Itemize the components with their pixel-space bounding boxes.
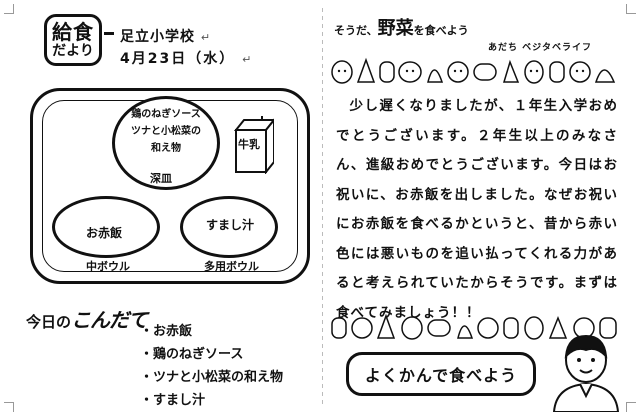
soup-bowl-label: 多用ボウル — [204, 260, 259, 273]
crop-mark — [4, 402, 14, 412]
soup-bowl — [180, 196, 278, 258]
soup-bowl-item: すまし汁 — [206, 218, 255, 232]
milk-label: 牛乳 — [238, 138, 260, 151]
vegetable-characters-icon — [331, 57, 616, 84]
deep-dish-label: 深皿 — [150, 172, 172, 185]
deep-dish-item: 和え物 — [151, 143, 181, 154]
article-body: 少し遅くなりましたが、１年生入学おめでとうございます。２年生以上のみなさん、進級… — [336, 98, 618, 321]
milk-carton-icon — [234, 116, 274, 174]
menu-item: 鶏のねぎソース — [140, 343, 283, 366]
veggie-campaign-subtitle: あだち ベジタベライフ — [488, 43, 592, 53]
crop-mark — [626, 4, 636, 14]
menu-item: すまし汁 — [140, 389, 283, 412]
logo-line-2: だより — [52, 43, 94, 59]
lunch-tray — [30, 88, 310, 284]
menu-list: お赤飯 鶏のねぎソース ツナと小松菜の和え物 すまし汁 — [140, 320, 283, 412]
menu-title-prefix: 今日の — [26, 313, 72, 331]
crop-mark — [4, 4, 14, 14]
menu-item: ツナと小松菜の和え物 — [140, 366, 283, 389]
veggie-campaign-title: そうだ、野菜を食べよう — [334, 14, 469, 40]
issue-date: 4月23日（水） ↵ — [120, 51, 254, 67]
logo-connector-line — [104, 32, 114, 35]
newsletter-logo: 給食 だより — [44, 14, 102, 66]
menu-item: お赤飯 — [140, 320, 283, 343]
rice-bowl-label: 中ボウル — [86, 260, 130, 273]
crop-mark — [626, 402, 636, 412]
vegetable-border-icon — [331, 313, 617, 340]
deep-dish — [112, 96, 220, 190]
menu-title: 今日のこんだて — [26, 304, 148, 333]
deep-dish-item: 鶏のねぎソース — [131, 109, 201, 120]
chew-well-text: よくかんで食べよう — [364, 366, 518, 385]
rice-bowl-item: お赤飯 — [86, 226, 123, 240]
deep-dish-items: 鶏のねぎソース ツナと小松菜の 和え物 — [118, 106, 214, 157]
veggie-title-main: 野菜 — [377, 18, 414, 39]
chew-well-banner: よくかんで食べよう — [346, 352, 536, 396]
logo-line-1: 給食 — [52, 20, 94, 44]
deep-dish-item: ツナと小松菜の — [131, 126, 201, 137]
nutritionist-illustration-icon — [552, 334, 620, 412]
school-name: 足立小学校 ↵ — [120, 29, 212, 45]
veggie-title-prefix: そうだ、 — [334, 24, 378, 37]
menu-title-main: こんだて — [71, 308, 148, 332]
rice-bowl — [52, 196, 160, 258]
page-divider — [322, 8, 323, 408]
veggie-title-suffix: を食べよう — [413, 24, 469, 37]
